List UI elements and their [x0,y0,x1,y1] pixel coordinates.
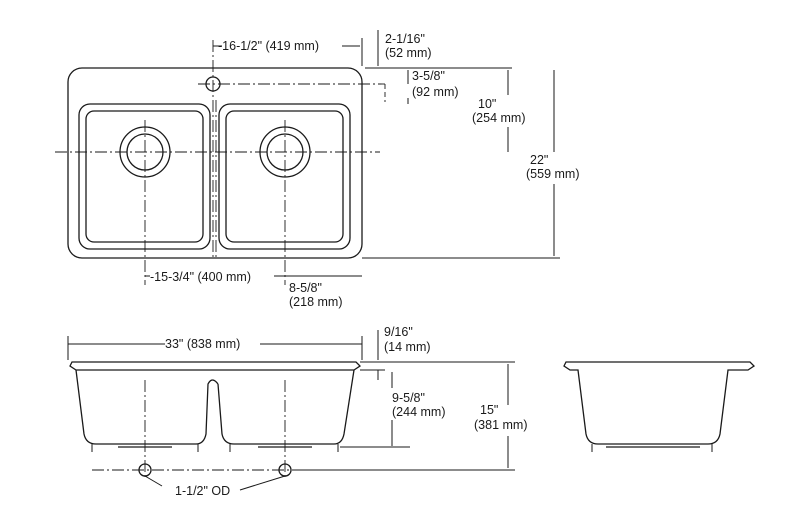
side-view [563,361,756,452]
dim-3-5-8-mm: (92 mm) [412,85,459,99]
right-basin-outer [218,103,351,250]
dim-9-5-8-in: 9-5/8" [392,391,425,405]
left-basin-outer [78,103,211,250]
dim-22-mm: (559 mm) [526,167,579,181]
top-view: -16-1/2" (419 mm) 2-1/16" (52 mm) 3-5/8"… [55,30,579,309]
dim-10-mm: (254 mm) [472,111,525,125]
front-view: 1-1/2" OD 33" (838 mm) 9/16" (14 mm) 9-5… [67,325,527,498]
dim-drain-od: 1-1/2" OD [175,484,230,498]
dim-9-5-8-mm: (244 mm) [392,405,445,419]
dim-3-5-8-in: 3-5/8" [412,69,445,83]
dim-9-16-in: 9/16" [384,325,413,339]
dim-10-in: 10" [478,97,496,111]
dim-15-in: 15" [480,403,498,417]
dim-2-1-16-mm: (52 mm) [385,46,432,60]
dim-33-in: 33" (838 mm) [165,337,240,351]
dim-22-in: 22" [530,153,548,167]
dim-15-3-4: -15-3/4" (400 mm) [150,270,251,284]
dim-2-1-16-in: 2-1/16" [385,32,425,46]
right-basin-front [217,369,355,445]
left-basin-front [75,369,219,445]
dim-15-mm: (381 mm) [474,418,527,432]
sink-outline-top [67,67,363,259]
left-basin-inner [85,110,204,243]
dim-9-16-mm: (14 mm) [384,340,431,354]
sink-rim-front [69,361,362,371]
sink-side-profile [563,361,756,445]
dim-8-5-8-mm: (218 mm) [289,295,342,309]
dim-8-5-8-in: 8-5/8" [289,281,322,295]
right-basin-inner [225,110,344,243]
dim-16-half: -16-1/2" (419 mm) [218,39,319,53]
